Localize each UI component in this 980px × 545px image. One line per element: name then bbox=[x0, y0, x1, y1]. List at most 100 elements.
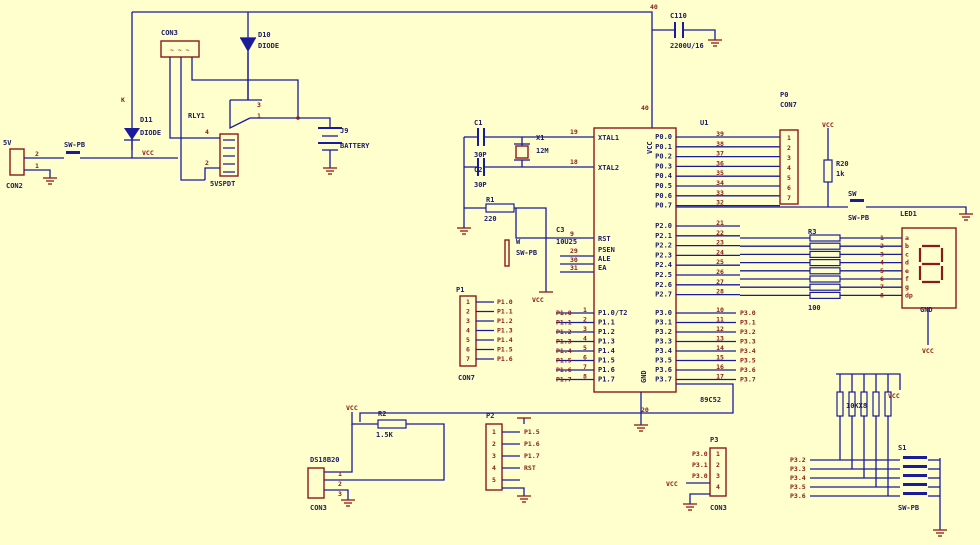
p1-header-pin-number: 6 bbox=[466, 346, 470, 354]
r20-label: R20 bbox=[836, 160, 849, 168]
u1-p1-group-pin-number: 6 bbox=[583, 354, 587, 362]
vcc-r2-label: VCC bbox=[346, 404, 358, 412]
p2-connector bbox=[485, 423, 503, 491]
seg-pin-letter: b bbox=[905, 242, 909, 250]
psen-pin-number: 29 bbox=[570, 247, 578, 255]
u1-p3-group-net-label: P3.2 bbox=[740, 328, 756, 336]
con3-pins-label: ~ ~ ~ bbox=[170, 46, 190, 54]
u1-p0-group-pin-label: P0.4 bbox=[655, 172, 672, 180]
u1-p3-group-pin-number: 13 bbox=[716, 335, 724, 343]
c1-value: 30P bbox=[474, 151, 487, 159]
p2-header-net-label: P1.5 bbox=[524, 428, 540, 436]
u1-gnd-label: GND bbox=[640, 370, 648, 383]
r3-resistor bbox=[809, 267, 841, 275]
reset-switch-label: SW-PB bbox=[516, 249, 537, 257]
led-switch bbox=[850, 199, 864, 202]
p2-header-net-label: RST bbox=[524, 464, 536, 472]
u1-p2-group-pin-label: P2.7 bbox=[655, 291, 672, 299]
seg-pin-letter: f bbox=[905, 275, 909, 283]
u1-body bbox=[593, 127, 677, 393]
u1-p0-group-pin-label: P0.2 bbox=[655, 153, 672, 161]
seg-pin-letter: dp bbox=[905, 291, 913, 299]
u1-p1-group-pin-number: 3 bbox=[583, 325, 587, 333]
xtal1-pin-label: XTAL1 bbox=[598, 134, 619, 142]
vcc-node-label: VCC bbox=[142, 149, 154, 157]
u1-p3-group-pin-label: P3.1 bbox=[655, 319, 672, 327]
ds18b20-connector bbox=[307, 467, 325, 499]
r20-value: 1k bbox=[836, 170, 845, 178]
r3-resistor bbox=[809, 275, 841, 283]
p0-header-pin-number: 4 bbox=[787, 164, 791, 172]
p1-net-label: P1.4 bbox=[556, 347, 572, 355]
u1-p2-group-pin-number: 26 bbox=[716, 268, 724, 276]
vcc-r20-label: VCC bbox=[822, 121, 834, 129]
p1-net-label: P1.2 bbox=[556, 328, 572, 336]
c110-value: 2200U/16 bbox=[670, 42, 704, 50]
p0-connector bbox=[779, 129, 799, 205]
s1-switch bbox=[903, 474, 927, 477]
p3-con-label: CON3 bbox=[710, 504, 727, 512]
d11-diode-label: DIODE bbox=[140, 129, 161, 137]
s1-net-label: P3.2 bbox=[790, 456, 806, 464]
u1-p0-group-pin-number: 35 bbox=[716, 169, 724, 177]
c3-value: 10U25 bbox=[556, 238, 577, 246]
c1-label: C1 bbox=[474, 119, 482, 127]
u1-p1-group-pin-label: P1.2 bbox=[598, 328, 615, 336]
vcc-p3-label: VCC bbox=[666, 480, 678, 488]
p3-header-net-label: P3.1 bbox=[692, 461, 708, 469]
seg-pin-number: 1 bbox=[880, 234, 884, 242]
r20-section: VCC R20 1k SW SW-PB LED1 bbox=[676, 121, 973, 222]
u1-p0-group-pin-number: 32 bbox=[716, 199, 724, 207]
u1-p3-group-pin-number: 17 bbox=[716, 373, 724, 381]
u1-p2-group-pin-label: P2.0 bbox=[655, 222, 672, 230]
ea-pin-number: 31 bbox=[570, 264, 578, 272]
u1-p3-group-pin-number: 15 bbox=[716, 354, 724, 362]
xtal2-pin-number: 18 bbox=[570, 158, 578, 166]
d10-label: D10 bbox=[258, 31, 271, 39]
u1-p3-group-pin-number: 12 bbox=[716, 325, 724, 333]
p1-net-label: P1.0 bbox=[556, 309, 572, 317]
u1-p3-group-net-label: P3.1 bbox=[740, 319, 756, 327]
con2-pin-2: 2 bbox=[35, 150, 39, 158]
p2-header-pin-number: 2 bbox=[492, 440, 496, 448]
u1-vcc-pin-number: 40 bbox=[650, 3, 658, 11]
u1-p3-group-net-label: P3.6 bbox=[740, 366, 756, 374]
ale-pin-number: 30 bbox=[570, 256, 578, 264]
p1-header-net-label: P1.6 bbox=[497, 355, 513, 363]
switch-pack-section: 10KX8 VCC S1 P3.2P3.3P3.4P3.5P3.6 SW-PB bbox=[790, 373, 947, 537]
p3-header-pin-number: 2 bbox=[716, 461, 720, 469]
ds18b20-con-label: CON3 bbox=[310, 504, 327, 512]
u1-gnd-pin: 20 bbox=[641, 406, 649, 414]
u1-p0-group-pin-number: 33 bbox=[716, 189, 724, 197]
led-switch-label: SW-PB bbox=[848, 214, 869, 222]
p3-connector bbox=[709, 447, 727, 497]
seg-pin-number: 6 bbox=[880, 275, 884, 283]
ds18b20-label: DS18B20 bbox=[310, 456, 340, 464]
u1-p2-group-pin-label: P2.5 bbox=[655, 271, 672, 279]
u1-p1-group-pin-label: P1.4 bbox=[598, 347, 615, 355]
u1-p3-group-pin-label: P3.0 bbox=[655, 309, 672, 317]
u1-p2-group-pin-label: P2.4 bbox=[655, 261, 672, 269]
con2-label: CON2 bbox=[6, 182, 23, 190]
p1-net-label: P1.6 bbox=[556, 366, 572, 374]
battery-label: BATTERY bbox=[340, 142, 370, 150]
p0-header-pin-number: 3 bbox=[787, 154, 791, 162]
r2-value: 1.5K bbox=[376, 431, 394, 439]
relay-type-label: 5VSPDT bbox=[210, 180, 235, 188]
sw-pb-power-label: SW-PB bbox=[64, 141, 85, 149]
u1-p3-group-pin-number: 14 bbox=[716, 344, 724, 352]
seg-pin-letter: a bbox=[905, 234, 909, 242]
u1-p2-group-pin-number: 21 bbox=[716, 219, 724, 227]
s1-net-label: P3.5 bbox=[790, 483, 806, 491]
p1-header-net-label: P1.5 bbox=[497, 346, 513, 354]
p3-header-net-label: P3.0 bbox=[692, 472, 708, 480]
u1-p2-group-pin-label: P2.1 bbox=[655, 232, 672, 240]
s1-switch bbox=[903, 465, 927, 468]
battery-ref: J9 bbox=[340, 127, 348, 135]
u1-p3-group-net-label: P3.5 bbox=[740, 357, 756, 365]
u1-p2-group-pin-label: P2.6 bbox=[655, 281, 672, 289]
p1-net-label: P1.7 bbox=[556, 376, 572, 384]
u1-p3-group-net-label: P3.3 bbox=[740, 338, 756, 346]
